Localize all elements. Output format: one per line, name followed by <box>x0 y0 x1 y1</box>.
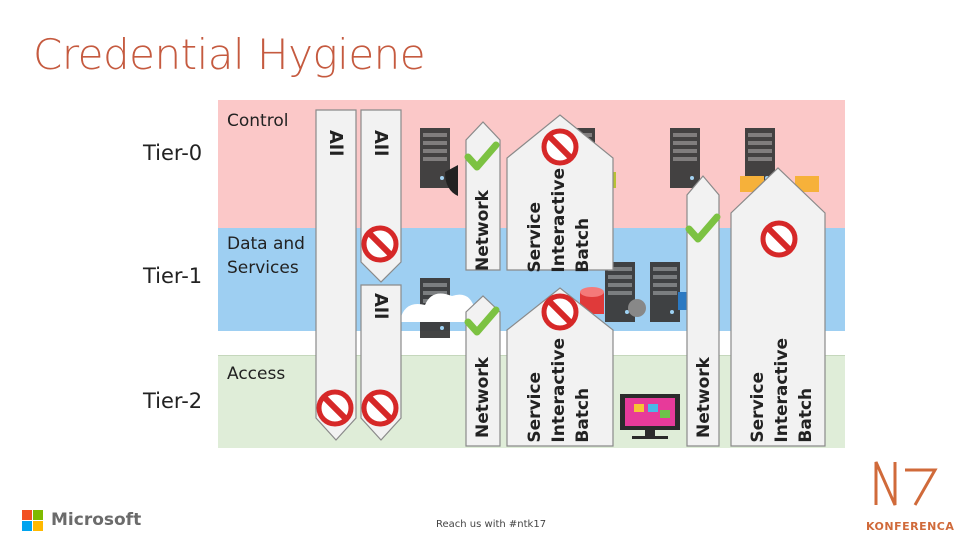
gear-icon <box>628 299 646 317</box>
all-label-1: All <box>325 130 346 157</box>
service-arrow-2 <box>506 287 614 447</box>
zone-data-services-label: Data and Services <box>227 234 305 278</box>
service-arrow-3 <box>730 167 826 447</box>
all-label-3: All <box>370 293 391 320</box>
footer-text: Reach us with #ntk17 <box>436 519 547 530</box>
tier2-label: Tier-2 <box>143 389 203 413</box>
microsoft-logo <box>22 510 43 531</box>
block-icon <box>763 223 795 255</box>
block-icon <box>364 392 396 424</box>
zone-control-label: Control <box>227 111 289 131</box>
all-arrow-1 <box>315 109 357 441</box>
konferenca-wordmark: KONFERENCA <box>866 520 955 533</box>
card-icon <box>795 176 819 192</box>
all-label-2: All <box>370 130 391 157</box>
page-title: Credential Hygiene <box>33 30 426 79</box>
service-arrow-1 <box>506 114 614 271</box>
block-icon <box>364 228 396 260</box>
service-label-2: Service Interactive Batch <box>525 338 593 443</box>
network-arrow-3 <box>686 175 720 447</box>
konferenca-logo <box>874 461 938 506</box>
service-label-1: Service Interactive Batch <box>525 168 593 273</box>
zone-access-label: Access <box>227 364 286 384</box>
block-icon <box>319 392 351 424</box>
network-label-2: Network <box>473 357 493 438</box>
service-label-3: Service Interactive Batch <box>748 338 816 443</box>
block-icon <box>544 296 576 328</box>
microsoft-wordmark: Microsoft <box>51 510 142 530</box>
tier0-label: Tier-0 <box>143 141 203 165</box>
network-label-3: Network <box>694 357 714 438</box>
block-icon <box>544 131 576 163</box>
network-label-1: Network <box>473 190 493 271</box>
shield-icon <box>445 165 458 196</box>
tier1-label: Tier-1 <box>143 264 203 288</box>
monitor-icon <box>620 394 680 439</box>
